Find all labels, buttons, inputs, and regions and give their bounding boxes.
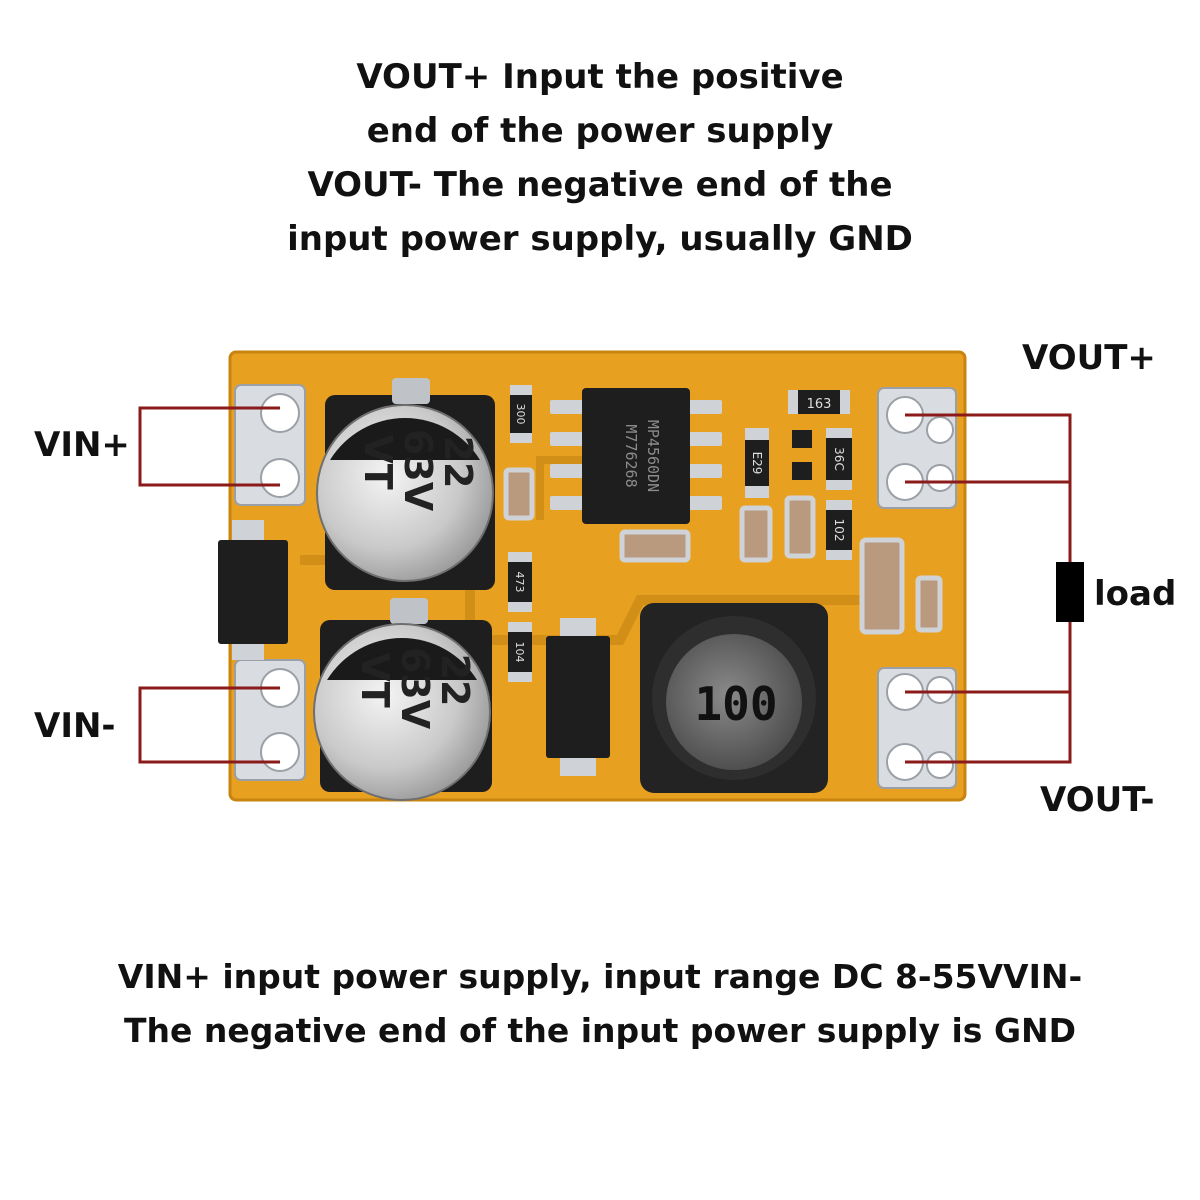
capacitor-bottom-text-1: 22 [433, 654, 477, 707]
wire-vout-plus [905, 413, 1072, 562]
resistor-300-text: 300 [514, 404, 527, 425]
input-diode [218, 520, 288, 660]
vout-plus-label: VOUT+ [1022, 338, 1156, 378]
resistor-e29-text: E29 [750, 452, 764, 475]
vout-plus-pads [877, 387, 957, 509]
wire-vout-minus [905, 622, 1072, 764]
resistor-102: 102 [826, 500, 852, 560]
capacitor-bottom: 22 63V VT [313, 598, 492, 801]
resistor-102-text: 102 [832, 519, 846, 542]
ic-chip: MP4560DN M776268 [550, 388, 722, 524]
capacitor-top-text-3: VT [356, 434, 400, 489]
wire-vin-plus [138, 406, 280, 487]
vin-plus-pads [234, 384, 306, 506]
resistor-e29: E29 [745, 428, 769, 498]
inductor-marking: 100 [694, 677, 777, 731]
capacitor-top: 22 63V VT [316, 378, 495, 590]
capacitor-bottom-text-3: VT [353, 652, 397, 707]
resistor-163: 163 [788, 390, 850, 414]
wire-vin-minus [138, 686, 280, 764]
resistor-36c: 36C [826, 428, 852, 490]
capacitor-bottom-text-2: 63V [393, 647, 437, 730]
chip-marking-2: M776268 [622, 424, 640, 487]
resistor-300: 300 [510, 385, 532, 443]
resistor-163-text: 163 [807, 397, 832, 412]
resistor-104-text: 104 [513, 642, 526, 663]
ceramic-capacitors [503, 430, 943, 635]
bottom-caption-line-1: VIN+ input power supply, input range DC … [117, 957, 1083, 996]
top-caption: VOUT+ Input the positive end of the powe… [0, 50, 1200, 266]
vout-minus-pads [877, 667, 957, 789]
top-caption-line-4: input power supply, usually GND [287, 219, 913, 259]
resistor-473: 473 [508, 552, 532, 612]
vin-minus-label: VIN- [34, 706, 116, 746]
top-caption-line-1: VOUT+ Input the positive [356, 57, 844, 97]
load-label: load [1094, 574, 1177, 614]
inductor: 100 [640, 603, 828, 793]
vout-minus-label: VOUT- [1040, 780, 1155, 820]
capacitor-top-text-1: 22 [436, 436, 480, 489]
chip-marking-1: MP4560DN [644, 420, 662, 492]
resistor-36c-text: 36C [832, 447, 846, 471]
schottky-diode [546, 618, 610, 776]
vin-minus-pads [234, 659, 306, 781]
bottom-caption-line-2: The negative end of the input power supp… [123, 1011, 1077, 1050]
resistor-473-text: 473 [513, 572, 526, 593]
vin-plus-label: VIN+ [34, 425, 130, 465]
top-caption-line-3: VOUT- The negative end of the [307, 165, 893, 205]
bottom-caption: VIN+ input power supply, input range DC … [0, 950, 1200, 1058]
load-resistor-icon [1056, 562, 1084, 622]
top-caption-line-2: end of the power supply [366, 111, 834, 151]
capacitor-top-text-2: 63V [396, 429, 440, 512]
resistor-104: 104 [508, 622, 532, 682]
